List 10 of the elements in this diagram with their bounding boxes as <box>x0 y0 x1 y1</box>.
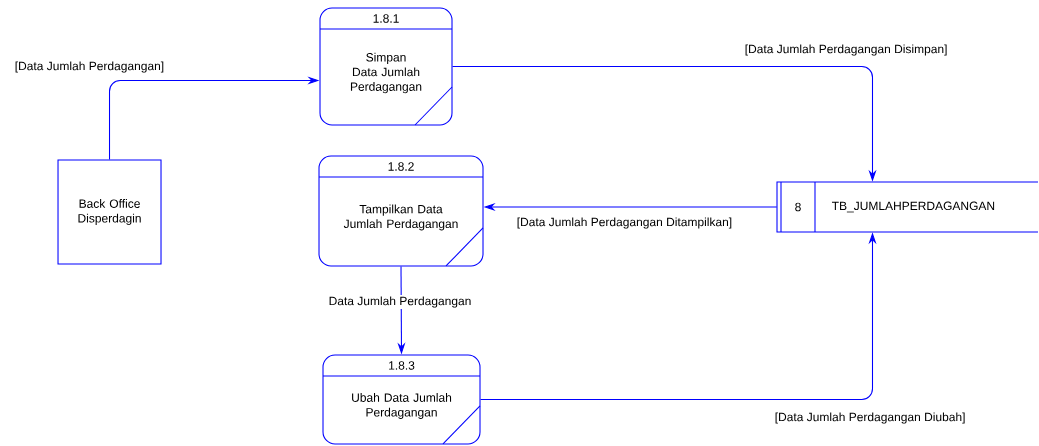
data-store: 8 TB_JUMLAHPERDAGANGAN <box>776 181 1039 233</box>
process-box: 1.8.3 Ubah Data Jumlah Perdagangan <box>322 354 481 445</box>
edge-label: [Data Jumlah Perdagangan Diubah] <box>775 412 965 424</box>
edge-label: Data Jumlah Perdagangan <box>327 295 473 309</box>
entity-box: Back Office Disperdagin <box>57 159 162 265</box>
process-box: 1.8.1 Simpan Data Jumlah Perdagangan <box>319 7 453 126</box>
edge-label: [Data Jumlah Perdagangan] <box>15 61 164 73</box>
edge-label: [Data Jumlah Perdagangan Ditampilkan] <box>517 217 732 229</box>
process-box: 1.8.2 Tampilkan Data Jumlah Perdagangan <box>318 155 484 267</box>
edge-label: [Data Jumlah Perdagangan Disimpan] <box>745 44 947 56</box>
